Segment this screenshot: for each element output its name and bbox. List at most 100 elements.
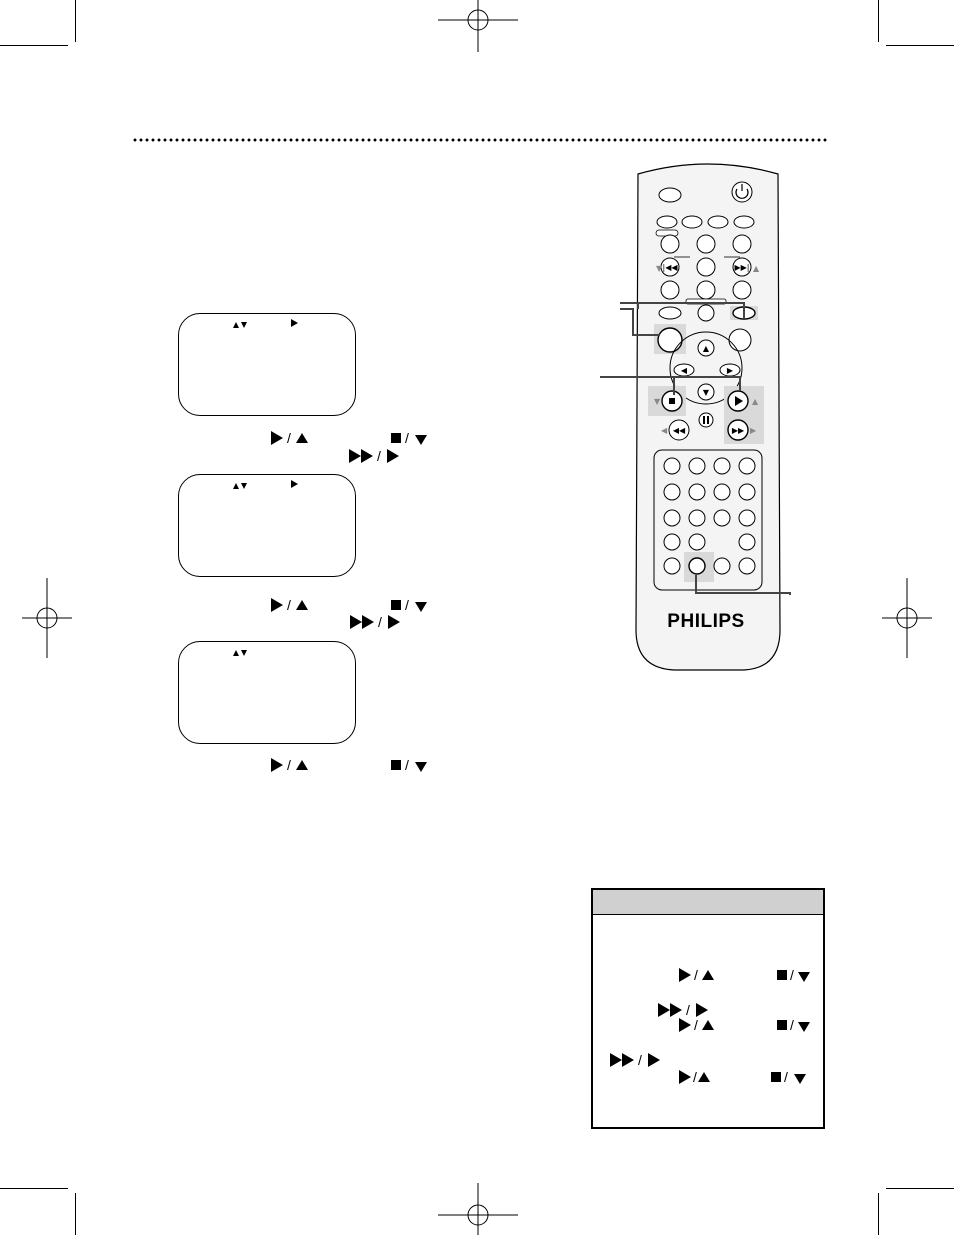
play-triangle-icon xyxy=(291,319,298,327)
hint-box xyxy=(591,888,825,1129)
stop-square-icon xyxy=(777,1020,787,1030)
brand-logo: PHILIPS xyxy=(667,611,745,632)
fast-forward-icon xyxy=(350,615,376,629)
dotted-rule xyxy=(132,138,827,142)
remote-button xyxy=(658,306,682,320)
play-triangle-icon xyxy=(679,1070,691,1084)
remote-button xyxy=(660,234,680,254)
down-triangle-icon xyxy=(415,435,427,445)
up-down-arrows-icon xyxy=(233,483,247,489)
play-triangle-icon xyxy=(679,968,691,982)
remote-button xyxy=(707,215,729,229)
crop-mark xyxy=(878,1193,879,1235)
svg-text:▼: ▼ xyxy=(654,397,661,406)
highlighted-button xyxy=(657,327,683,353)
fast-forward-icon xyxy=(658,1003,684,1017)
stop-square-icon xyxy=(771,1072,781,1082)
down-triangle-icon xyxy=(415,762,427,772)
crop-mark xyxy=(75,0,76,42)
separator-slash: / xyxy=(377,448,381,464)
crop-mark xyxy=(878,0,879,42)
separator-slash: / xyxy=(693,1069,697,1085)
stop-square-icon xyxy=(391,760,401,770)
remote-button xyxy=(696,234,716,254)
stop-square-icon xyxy=(777,970,787,980)
crop-mark xyxy=(886,1188,954,1189)
separator-slash: / xyxy=(784,1069,788,1085)
separator-slash: / xyxy=(287,597,291,613)
crop-mark xyxy=(75,1193,76,1235)
down-triangle-icon xyxy=(794,1074,806,1084)
up-triangle-icon xyxy=(702,1020,714,1030)
remote-button xyxy=(732,234,752,254)
registration-target-icon xyxy=(22,578,72,658)
separator-slash: / xyxy=(694,1017,698,1033)
up-triangle-icon xyxy=(296,433,308,443)
skip-back-icon xyxy=(660,257,680,277)
skip-forward-icon xyxy=(732,257,752,277)
separator-slash: / xyxy=(378,614,382,630)
separator-slash: / xyxy=(405,597,409,613)
up-arrow-icon xyxy=(697,339,715,357)
play-triangle-icon xyxy=(271,431,283,445)
pause-icon xyxy=(698,412,714,428)
down-triangle-icon xyxy=(415,602,427,612)
on-screen-display-box xyxy=(178,641,356,744)
up-triangle-icon xyxy=(698,1072,710,1082)
separator-slash: / xyxy=(790,1017,794,1033)
play-triangle-icon xyxy=(387,449,399,463)
up-triangle-icon xyxy=(702,970,714,980)
svg-text:▼: ▼ xyxy=(703,388,710,397)
play-triangle-icon xyxy=(271,598,283,612)
down-triangle-icon xyxy=(798,1022,810,1032)
registration-target-icon xyxy=(882,578,932,658)
remote-button xyxy=(733,215,755,229)
svg-text:◀: ◀ xyxy=(681,366,688,375)
separator-slash: / xyxy=(287,757,291,773)
svg-text:◀◀: ◀◀ xyxy=(673,426,686,435)
play-triangle-icon xyxy=(696,1003,708,1017)
svg-text:▲: ▲ xyxy=(752,397,759,406)
power-icon xyxy=(731,181,753,203)
stop-square-icon xyxy=(391,600,401,610)
remote-button xyxy=(697,304,715,322)
separator-slash: / xyxy=(790,967,794,983)
svg-text:▶: ▶ xyxy=(727,366,734,375)
remote-button xyxy=(656,215,678,229)
remote-button xyxy=(696,257,716,277)
play-triangle-icon xyxy=(648,1053,660,1067)
svg-text:▶: ▶ xyxy=(750,426,757,435)
callout-lines xyxy=(600,302,791,595)
svg-text:◀: ◀ xyxy=(661,426,668,435)
up-triangle-icon xyxy=(296,600,308,610)
fast-forward-icon xyxy=(727,419,749,441)
keypad-panel xyxy=(653,449,763,591)
play-triangle-icon xyxy=(388,615,400,629)
svg-text:▶▶: ▶▶ xyxy=(732,426,745,435)
crop-mark xyxy=(0,45,68,46)
remote-button xyxy=(658,187,682,203)
fast-forward-icon xyxy=(349,449,375,463)
stop-square-icon xyxy=(391,433,401,443)
navigation-ring xyxy=(669,331,743,405)
remote-control-illustration: |◀◀ ▼ ▶▶| ▲ ▲ ◀ ▶ ▼ ▼ ▲ ◀◀ ◀ ▶▶ ▶ xyxy=(635,163,781,671)
hint-box-header xyxy=(593,890,823,915)
play-triangle-icon xyxy=(271,758,283,772)
separator-slash: / xyxy=(694,967,698,983)
rewind-icon xyxy=(668,419,690,441)
fast-forward-icon xyxy=(610,1053,636,1067)
play-triangle-icon xyxy=(291,480,298,488)
down-arrow-icon xyxy=(697,383,715,401)
up-triangle-icon xyxy=(296,760,308,770)
separator-slash: / xyxy=(638,1052,642,1068)
crop-mark xyxy=(0,1188,68,1189)
crop-mark xyxy=(886,45,954,46)
on-screen-display-box xyxy=(178,313,356,416)
svg-text:|◀◀: |◀◀ xyxy=(663,263,679,272)
down-triangle-icon xyxy=(798,972,810,982)
up-down-arrows-icon xyxy=(233,650,247,656)
up-down-arrows-icon xyxy=(233,322,247,328)
separator-slash: / xyxy=(287,430,291,446)
play-triangle-icon xyxy=(679,1018,691,1032)
remote-button xyxy=(732,280,752,300)
